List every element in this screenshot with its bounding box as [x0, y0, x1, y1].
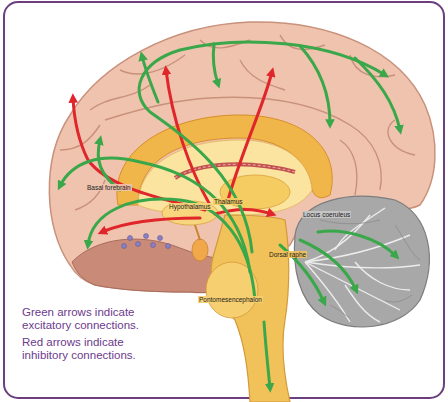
cell-dot	[166, 244, 171, 249]
excitatory-arrow	[142, 56, 158, 102]
pituitary	[192, 239, 208, 261]
folia-groove	[320, 220, 380, 224]
excitatory-arrow	[300, 240, 356, 290]
folia-groove	[395, 225, 420, 260]
inhibitory-arrow	[166, 70, 210, 205]
inhibitory-arrow	[228, 72, 272, 200]
pituitary-stalk	[195, 225, 200, 240]
frame	[4, 2, 444, 398]
excitatory-arrow	[264, 322, 270, 388]
inhibitory-arrows	[73, 70, 272, 232]
folia-line	[305, 262, 420, 268]
region-label: Basal forebrain	[86, 184, 132, 191]
region-label: Thalamus	[213, 198, 244, 205]
gyrus-line	[240, 60, 285, 90]
cell-dot	[151, 243, 156, 248]
region-label: Dorsal raphe	[268, 251, 307, 258]
gyrus-line	[388, 120, 415, 155]
gyrus-line	[340, 140, 357, 195]
excitatory-arrow	[300, 46, 330, 124]
region-label: Hypothalamus	[168, 203, 212, 210]
folia-line	[345, 285, 380, 322]
hypothalamus	[162, 201, 218, 225]
folia-line	[355, 262, 410, 290]
cell-dot	[136, 242, 141, 247]
cell-dots	[122, 234, 171, 249]
region-label: Pontomesencephalon	[198, 296, 263, 303]
legend-note: Red arrows indicate inhibitory connectio…	[22, 336, 154, 362]
cell-dot	[128, 236, 133, 241]
cell-dot	[144, 234, 149, 239]
excitatory-arrow	[318, 231, 396, 256]
region-label: Locus coeruleus	[302, 211, 351, 218]
folia-line	[305, 235, 410, 262]
cell-dot	[158, 236, 163, 241]
inhibitory-arrow	[102, 218, 200, 232]
folia-grooves	[320, 220, 420, 318]
arbor-vitae	[305, 208, 420, 322]
folia-groove	[330, 305, 350, 318]
diencephalon	[138, 140, 312, 215]
folia-groove	[385, 295, 412, 302]
folia-line	[305, 215, 370, 262]
excitatory-arrow	[355, 58, 400, 130]
cerebellum	[294, 196, 429, 327]
cell-dot	[122, 244, 127, 249]
excitatory-arrow	[98, 140, 120, 190]
excitatory-arrow	[213, 44, 218, 84]
legend-note: Green arrows indicate excitatory connect…	[22, 306, 154, 332]
excitatory-arrow	[139, 42, 385, 252]
